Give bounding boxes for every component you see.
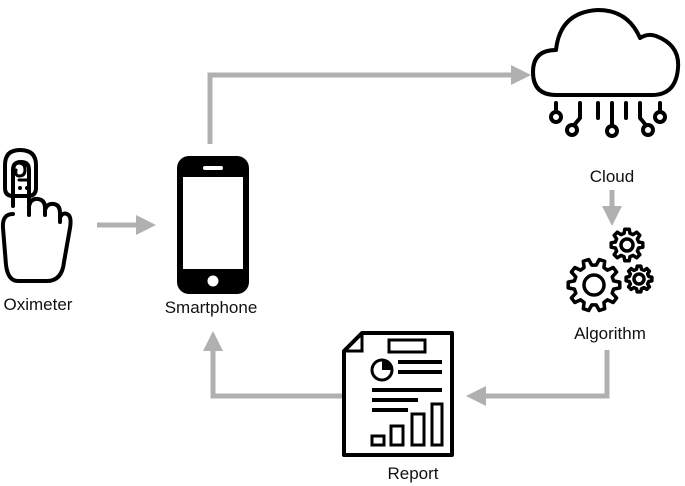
gear-small-right	[624, 264, 654, 294]
gears-icon	[566, 227, 654, 313]
cloud-network-icon	[531, 8, 681, 138]
report-document-icon	[342, 331, 454, 457]
algorithm-label: Algorithm	[574, 324, 646, 343]
gear-small-top	[609, 227, 645, 263]
oximeter-label: Oximeter	[4, 295, 73, 314]
arrows	[97, 65, 622, 406]
arrow-smartphone-to-cloud	[207, 65, 531, 144]
gear-large	[566, 257, 622, 313]
report-label: Report	[387, 464, 438, 483]
smartphone-icon	[177, 156, 249, 294]
arrow-algorithm-to-report	[466, 350, 610, 406]
cloud-label: Cloud	[590, 167, 634, 186]
arrow-report-to-smartphone	[203, 331, 346, 399]
finger-oximeter-icon	[0, 148, 73, 283]
smartphone-label: Smartphone	[165, 298, 258, 317]
